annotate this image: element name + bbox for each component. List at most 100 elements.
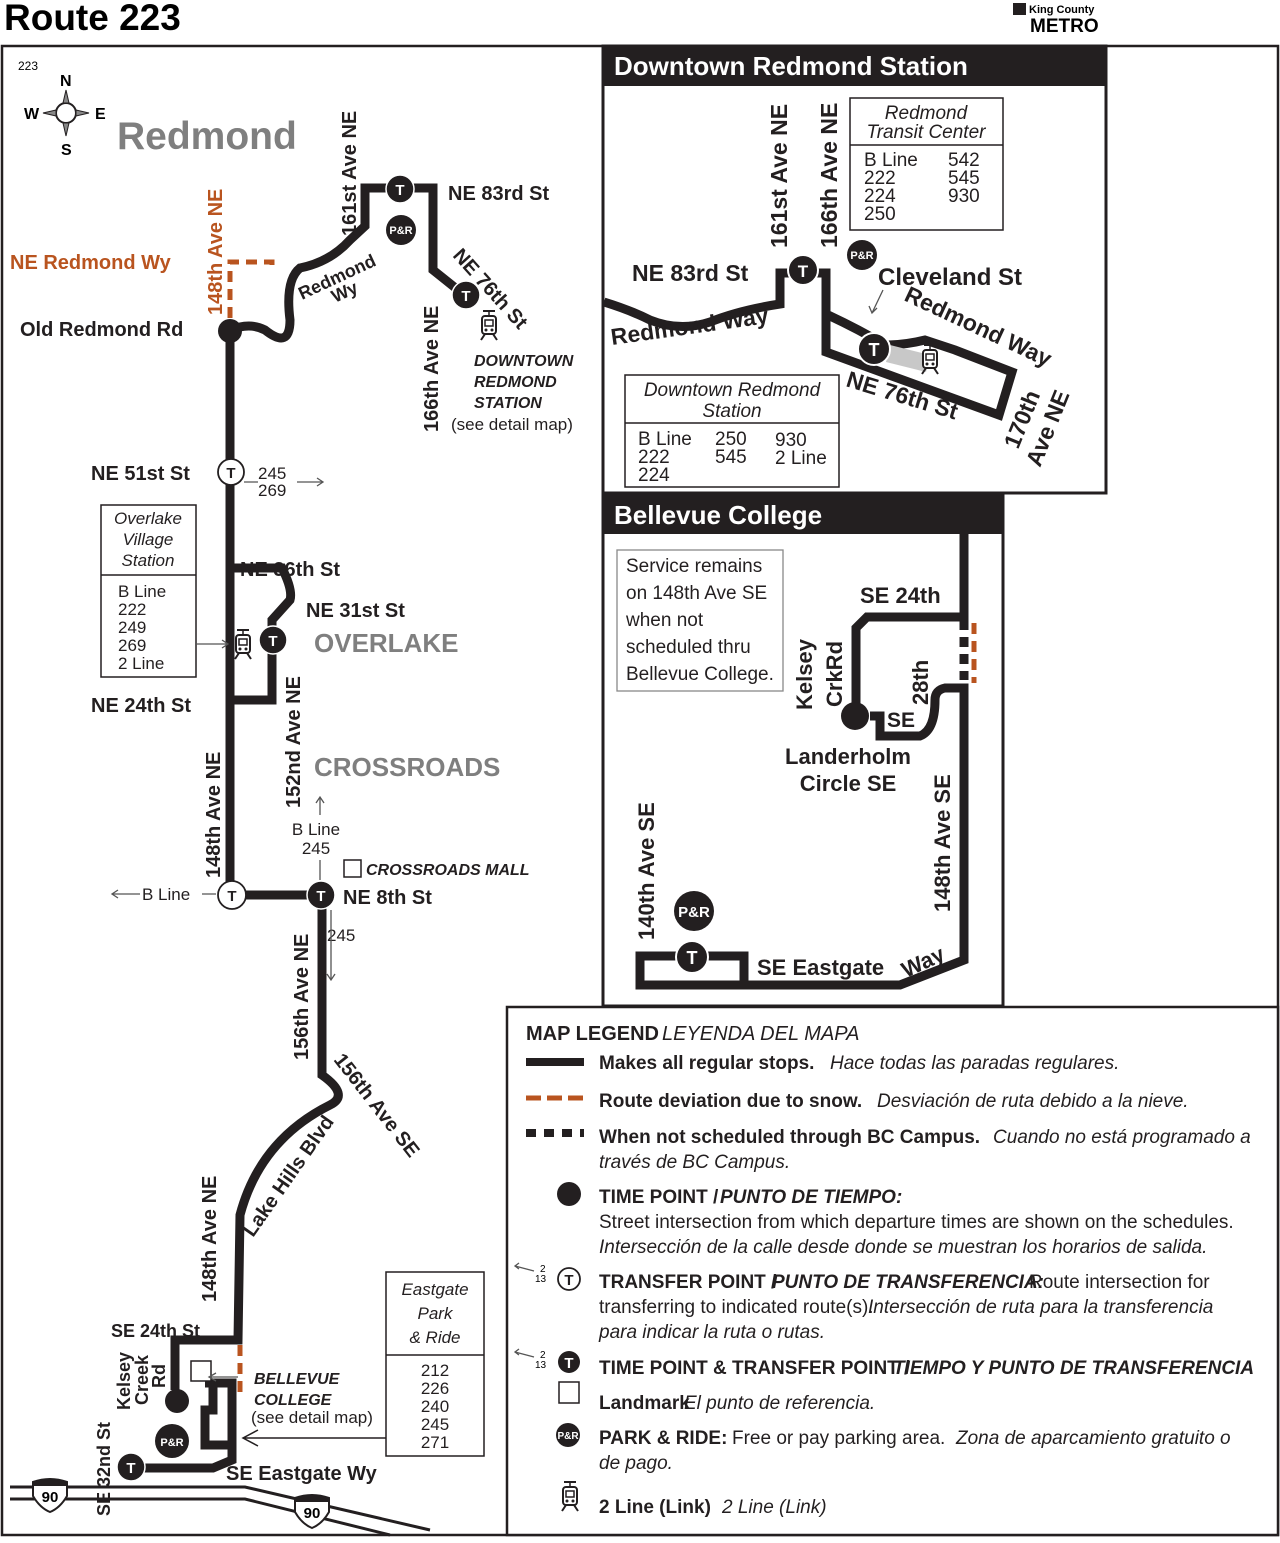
street-ne-redmond-wy: NE Redmond Wy (10, 252, 172, 274)
snow-deviation-redmond (227, 259, 275, 318)
downtown-station-label-2: REDMOND (474, 374, 557, 391)
street-148th-ave-se: 148th Ave SE (930, 774, 955, 912)
inset-park-ride-eastgate[interactable]: P&R (674, 891, 714, 931)
park-ride-redmond[interactable]: P&R (386, 215, 416, 245)
route-item: 250 (715, 429, 747, 450)
t-icon: T (395, 182, 404, 199)
inset-transfer-timepoint-station[interactable]: T (857, 332, 891, 366)
bellevue-college-inset: Bellevue College Service remains on 148t… (601, 492, 1005, 1008)
legend-item-es: El punto de referencia. (684, 1393, 875, 1414)
street-kelsey-creek-rd: Kelsey (114, 1352, 134, 1410)
legend-sample-route: 13 (535, 1274, 547, 1285)
legend-transfer-arrow (513, 1262, 535, 1272)
street-ne-31st-st: NE 31st St (306, 600, 405, 622)
route-item: 212 (421, 1361, 449, 1380)
legend-item-es: Hace todas las paradas regulares. (830, 1053, 1119, 1074)
transfer-route-245: 245 (258, 464, 286, 483)
service-note-line: when not (625, 610, 704, 631)
inset-time-point-landerholm[interactable] (841, 702, 869, 730)
street-166th-ave-ne: 166th Ave NE (816, 103, 842, 248)
compass-e: E (95, 106, 106, 123)
landmark-bellevue-college: BELLEVUE (254, 1371, 341, 1388)
transfer-timepoint-overlake[interactable]: T (258, 625, 288, 655)
transfer-timepoint-ne-83rd[interactable]: T (385, 174, 415, 204)
inset-transfer-timepoint-83rd[interactable]: T (787, 254, 819, 286)
area-label-overlake: OVERLAKE (314, 628, 458, 658)
transfer-route-269: 269 (258, 481, 286, 500)
street-landerholm-circle-2: Circle SE (800, 771, 897, 796)
legend-title: MAP LEGEND (526, 1023, 659, 1045)
i90-label-east: 90 (304, 1505, 321, 1522)
park-ride-icon: P&R (389, 225, 412, 237)
transfer-route-245: 245 (302, 839, 330, 858)
route-item: 930 (775, 430, 807, 451)
box-title: & Ride (409, 1328, 460, 1347)
street-156th-ave-ne: 156th Ave NE (291, 934, 313, 1060)
street-ne-24th-st: NE 24th St (91, 695, 191, 717)
route-item: 2 Line (775, 448, 827, 469)
compass-n: N (60, 73, 72, 90)
box-title: Park (418, 1304, 454, 1323)
transfer-arrow-west (110, 889, 216, 899)
downtown-redmond-inset: Downtown Redmond Station 161st Ave NE 16… (601, 44, 1108, 495)
time-point-kelsey-creek[interactable] (165, 1389, 189, 1413)
service-note-line: Service remains (626, 556, 762, 577)
area-label-redmond: Redmond (117, 115, 297, 158)
transfer-timepoint-ne-76th[interactable]: T (451, 280, 481, 310)
legend-item-es: TIEMPO Y PUNTO DE TRANSFERENCIA (893, 1358, 1254, 1379)
route-item: 224 (864, 186, 896, 207)
transfer-point-148th-ne-8th[interactable]: T (217, 880, 247, 910)
street-ne-51st-st: NE 51st St (91, 463, 190, 485)
light-rail-icon (480, 310, 498, 341)
route-item: 224 (638, 465, 670, 486)
cleveland-pointer (868, 289, 884, 315)
street-kelsey-crk-rd: Kelsey (792, 638, 817, 710)
inset-route-bellevue (635, 534, 969, 990)
park-ride-eastgate[interactable]: P&R (155, 1424, 189, 1458)
street-ne-8th-st: NE 8th St (343, 887, 432, 909)
legend-item-es: PUNTO DE TIEMPO: (720, 1187, 902, 1208)
transfer-arrow-east (244, 477, 325, 487)
street-se-28th-prefix: SE (887, 709, 915, 732)
landmark-icon (190, 1360, 212, 1382)
interstate-90: 90 90 (10, 1478, 431, 1537)
street-148th-ave-ne-mid: 148th Ave NE (203, 752, 225, 878)
compass-icon: N S W E (24, 73, 106, 159)
downtown-station-label-3: STATION (474, 395, 542, 412)
legend-item-snow: Route deviation due to snow. (599, 1091, 862, 1112)
t-icon: T (126, 1460, 135, 1477)
t-icon: T (227, 888, 236, 905)
t-icon: T (268, 633, 277, 650)
inset-title-downtown: Downtown Redmond Station (614, 51, 968, 81)
route-item: B Line (118, 582, 166, 601)
route-item: 222 (118, 600, 146, 619)
route-item: 930 (948, 186, 980, 207)
see-detail-map-downtown[interactable]: (see detail map) (451, 415, 573, 434)
see-detail-map-bellevue[interactable]: (see detail map) (251, 1408, 373, 1427)
legend-item-desc: Street intersection from which departure… (599, 1212, 1234, 1233)
route-item: 250 (864, 204, 896, 225)
light-rail-icon (234, 629, 252, 660)
route-item: 2 Line (118, 654, 164, 673)
time-point-old-redmond-rd[interactable] (218, 319, 242, 343)
inset-transfer-timepoint-eastgate[interactable]: T (675, 940, 709, 974)
eastgate-park-ride-box: Eastgate Park & Ride 212 226 240 245 271 (385, 1271, 485, 1457)
transfer-route-bline: B Line (292, 820, 340, 839)
transfer-timepoint-ne-8th[interactable]: T (306, 880, 336, 910)
route-number-label: 223 (18, 59, 38, 73)
transfer-timepoint-eastgate[interactable]: T (116, 1452, 146, 1482)
agency-name: King County (1029, 4, 1095, 16)
legend-time-transfer-icon (558, 1351, 580, 1373)
legend-item-es: Intersección de la calle desde donde se … (599, 1237, 1207, 1258)
inset-park-ride[interactable]: P&R (847, 240, 877, 270)
transfer-point-ne-51st[interactable]: T (217, 458, 245, 486)
legend-item-time-transfer: TIME POINT & TRANSFER POINT / (599, 1358, 910, 1379)
legend-item-transfer-point: TRANSFER POINT / (599, 1272, 777, 1293)
route-item: 245 (421, 1415, 449, 1434)
transfer-route-bline-west: B Line (142, 885, 190, 904)
street-se-28th: 28th (908, 660, 933, 705)
overlake-pointer-arrow (196, 639, 230, 649)
inset-title-bellevue: Bellevue College (614, 500, 822, 530)
legend-item-es: PUNTO DE TRANSFERENCIA: (772, 1272, 1044, 1293)
